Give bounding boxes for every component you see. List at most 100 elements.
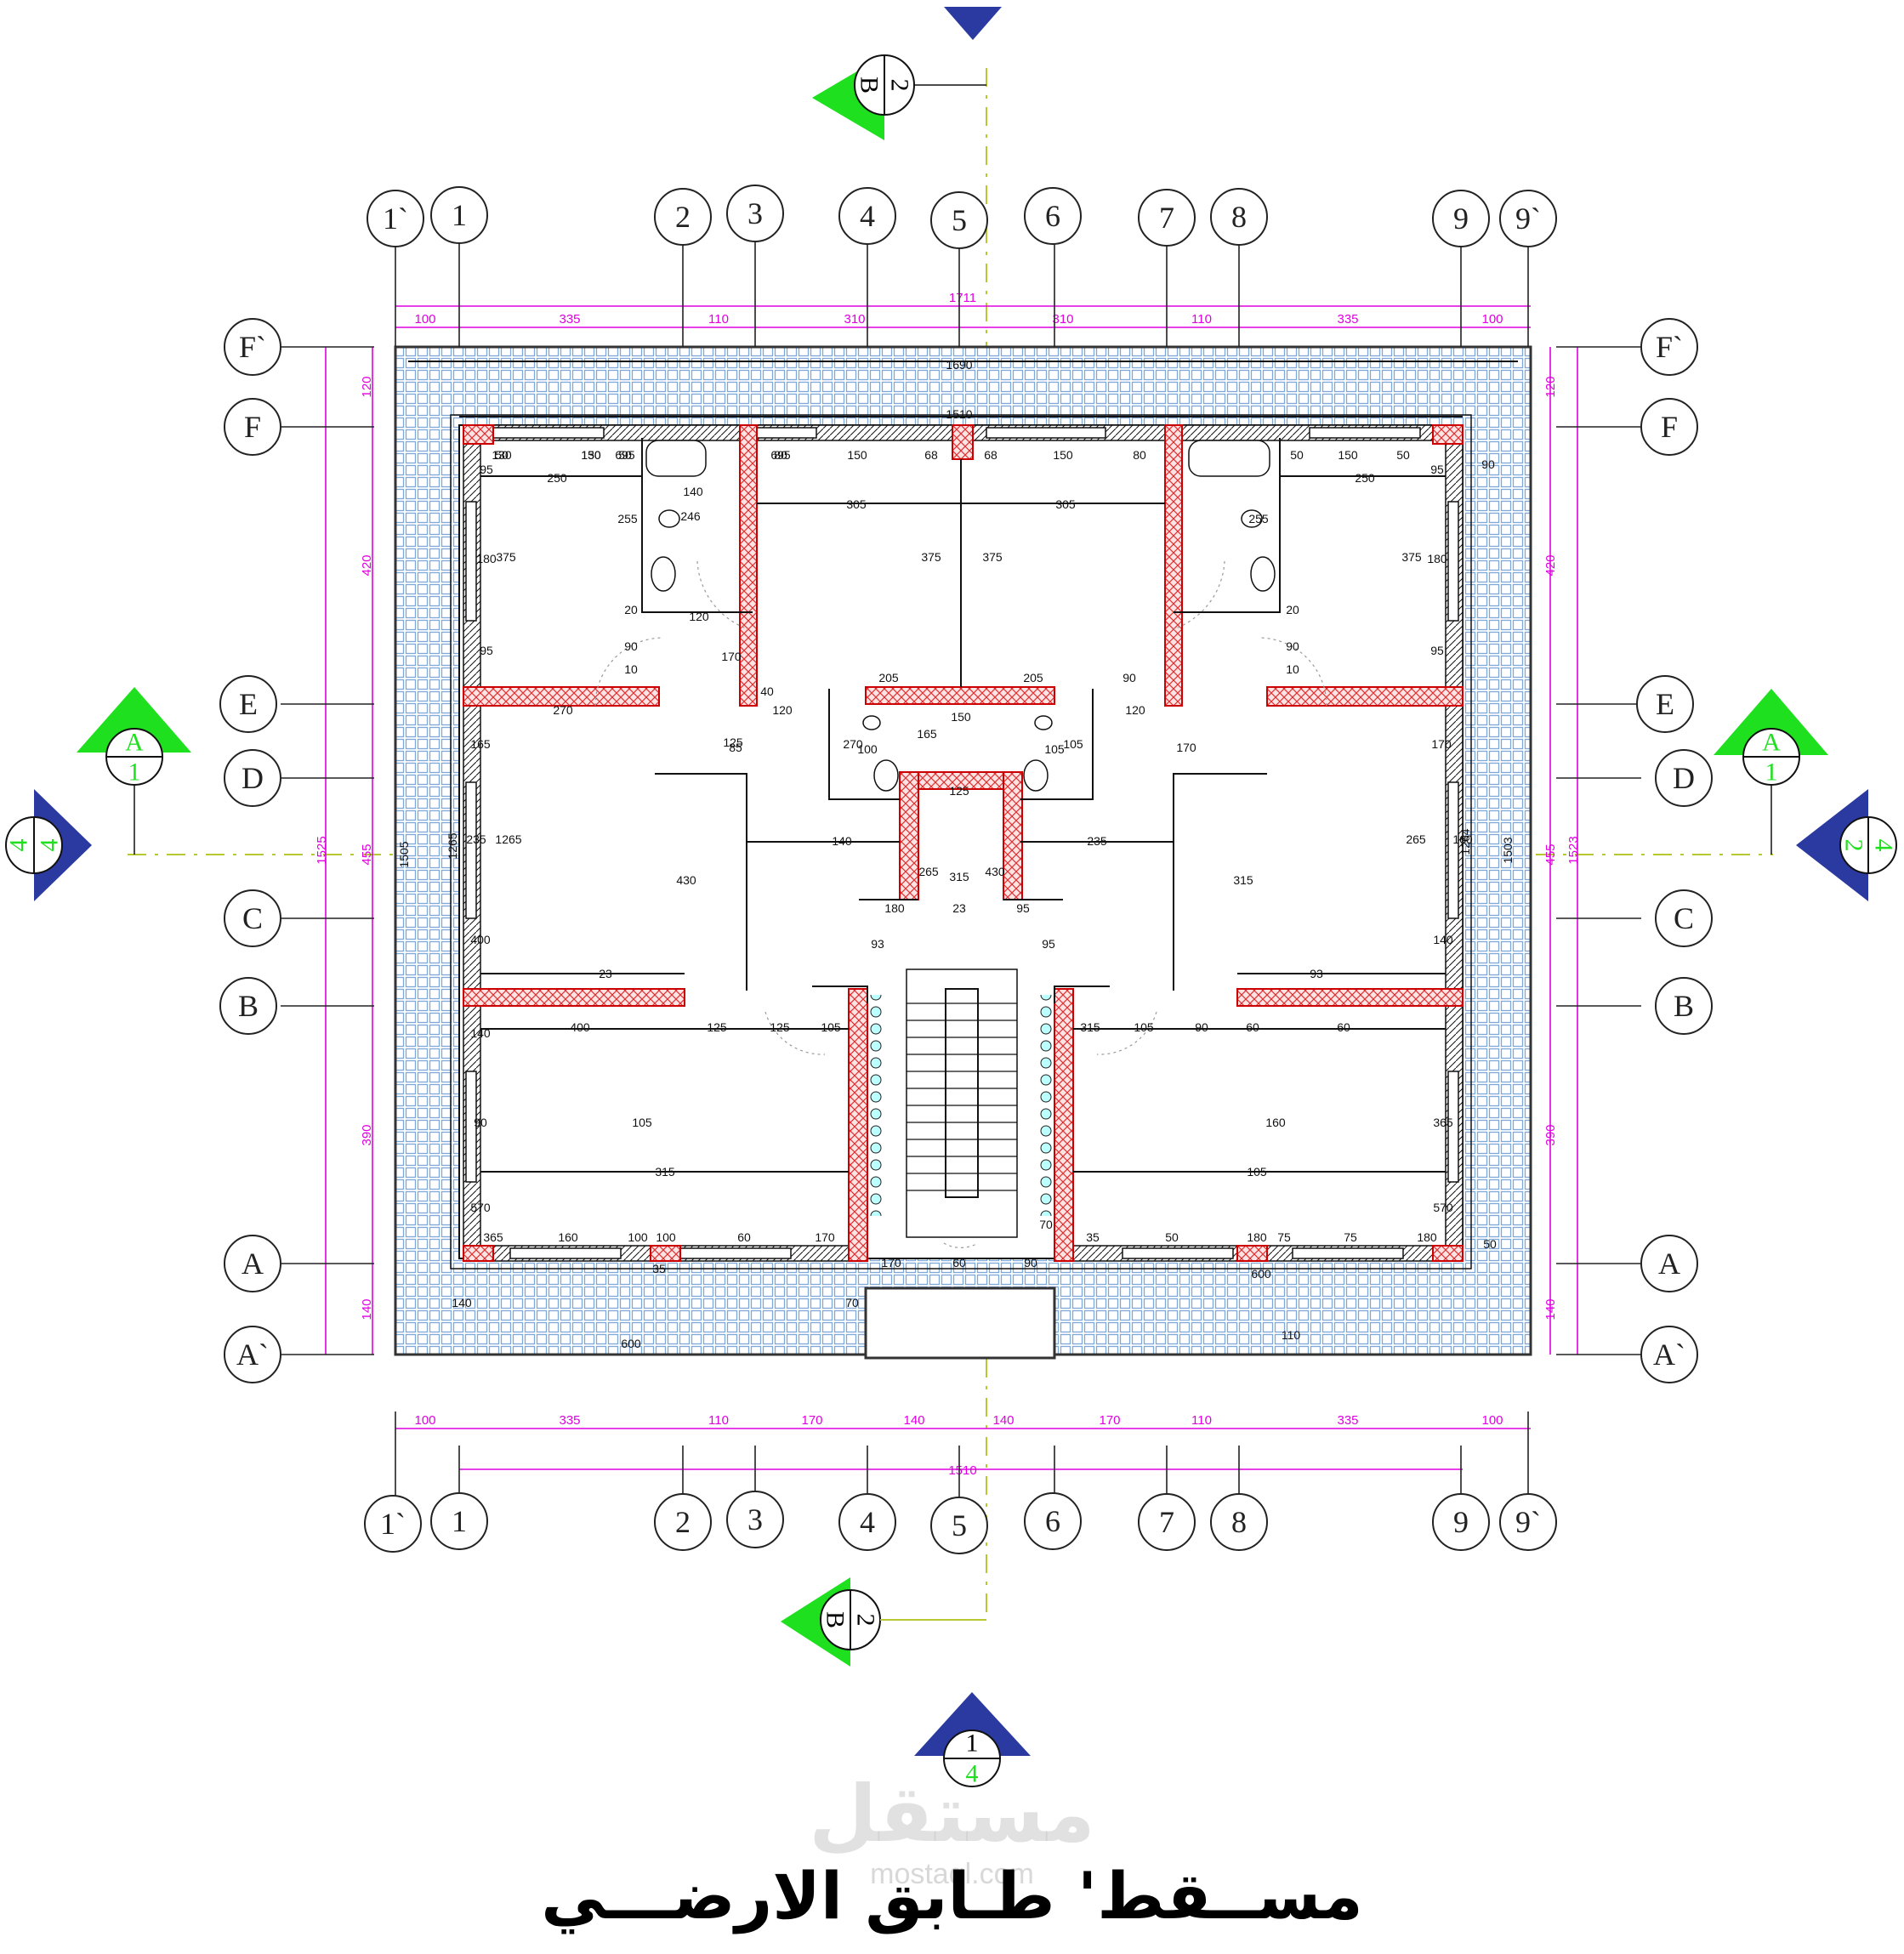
room-dim-label: 375 [982,550,1003,564]
bathroom-fixtures [645,440,1276,792]
grid-bottom: 1` 1 2 3 4 5 6 7 8 9 9` [364,1412,1557,1554]
drawing-title: مســقط' طـابق الارضـــي [541,1858,1363,1934]
svg-text:A`: A` [236,1338,269,1372]
dim-right-seg-2: 420 [1543,554,1558,576]
grid-bubble-left-B: B [219,977,277,1035]
svg-text:1: 1 [452,198,467,232]
room-dim-label: 165 [917,727,937,741]
room-dim-label: 270 [843,737,863,751]
dim-top-seg-7: 335 [1337,312,1358,327]
room-dim-label: 35 [1086,1230,1100,1244]
room-dim-label: 95 [1042,937,1055,951]
dim-bottom-seg-9: 335 [1337,1413,1358,1428]
room-dim-label: 430 [676,873,696,887]
dim-left-seg-4: 390 [360,1124,374,1145]
dim-bottom-seg-4: 170 [801,1413,822,1428]
room-dim-label: 90 [1195,1020,1208,1034]
dim-top-seg-5: 310 [1052,312,1073,327]
room-dim-label: 90 [1286,639,1299,653]
room-dim-label: 150 [951,710,971,724]
room-dim-label: 265 [918,865,939,878]
room-dim-label: 120 [1125,703,1145,717]
room-dim-label: 95 [1430,463,1444,476]
room-dim-label: 130 [581,448,601,462]
grid-bubble-top-9: 9 [1432,190,1490,247]
grid-bubble-right-E: E [1636,675,1694,733]
svg-text:4: 4 [860,1505,875,1539]
svg-text:4: 4 [36,839,64,852]
room-dim-label: 120 [689,610,709,623]
dim-right-inner-2: 1503 [1501,837,1515,863]
dim-right-seg-1: 120 [1543,376,1558,397]
svg-text:3: 3 [747,1502,763,1537]
svg-text:8: 8 [1231,200,1247,234]
room-dim-label: 255 [1248,512,1269,525]
north-arrow-top [944,7,1002,40]
grid-bubble-right-C: C [1655,889,1713,947]
svg-text:E: E [239,687,258,721]
grid-bubble-top-5: 5 [930,191,988,249]
room-dim-label: 265 [1406,832,1426,846]
svg-text:6: 6 [1045,1504,1060,1538]
svg-text:B: B [855,77,884,94]
dim-right-seg-5: 140 [1543,1298,1558,1320]
dim-top-seg-4: 310 [844,312,865,327]
grid-bubble-bottom-7: 7 [1138,1493,1196,1551]
room-dim-label: 140 [1433,933,1453,946]
room-dim-label: 90 [1123,671,1136,684]
section-mark-left-green: A 1 [77,687,191,855]
room-dim-label: 160 [1265,1116,1286,1129]
room-dim-label: 95 [480,644,493,657]
room-dim-label: 105 [1134,1020,1154,1034]
room-dim-label: 75 [1277,1230,1291,1244]
room-dim-label: 246 [680,509,701,523]
room-dim-label: 100 [656,1230,676,1244]
room-dim-label: 105 [632,1116,652,1129]
stair-notch [864,1287,1056,1360]
room-dim-label: 180 [1417,1230,1437,1244]
room-dim-label: 95 [1016,901,1030,915]
room-dim-label: 50 [1290,448,1304,462]
room-dim-label: 160 [558,1230,578,1244]
dim-left-total: 1525 [315,836,329,864]
dim-bottom-seg-3: 110 [708,1413,729,1428]
grid-bubble-left-Ap: A` [224,1326,281,1383]
grid-bubble-bottom-3: 3 [726,1491,784,1548]
dim-top-seg-3: 110 [708,312,729,327]
room-dim-label: 90 [474,1116,487,1129]
svg-text:A: A [1658,1247,1680,1281]
room-dim-label: 90 [1024,1256,1037,1270]
room-dim-label: 70 [845,1296,859,1309]
dim-bottom-seg-7: 170 [1099,1413,1120,1428]
dim-bottom-seg-8: 110 [1191,1413,1212,1428]
grid-right: F` F E D C B A A` [1556,318,1713,1383]
room-dim-label: 80 [774,448,787,462]
dim-left-seg-2: 420 [360,554,374,576]
grid-bubble-right-F: F [1640,398,1698,456]
svg-text:2: 2 [675,1505,691,1539]
room-dim-label: 125 [723,736,743,749]
grid-bubble-bottom-6: 6 [1024,1492,1082,1550]
partitions [641,438,1281,1003]
svg-text:2: 2 [852,1614,880,1627]
room-dim-label: 375 [496,550,516,564]
room-dim-label: 250 [547,471,567,485]
room-dim-label: 95 [480,463,493,476]
svg-text:2: 2 [675,200,691,234]
room-dim-label: 75 [1344,1230,1357,1244]
grid-bubble-right-Ap: A` [1640,1326,1698,1383]
room-dim-label: 600 [621,1337,641,1350]
section-mark-south: 1 4 [914,1692,1031,1788]
dim-left-inner-2: 1265 [446,832,459,859]
section-mark-top: B 2 [812,54,986,140]
dim-bottom-seg-2: 335 [559,1413,580,1428]
room-dim-label: 140 [452,1296,472,1309]
svg-text:9: 9 [1453,202,1469,236]
room-dim-label: 10 [1286,662,1299,676]
room-dim-label: 270 [553,703,573,717]
room-dim-label: 170 [881,1256,901,1270]
dimension-lines [325,305,1578,1470]
room-dim-label: 180 [476,552,497,565]
grid-bubble-bottom-9p: 9` [1499,1493,1557,1551]
svg-text:5: 5 [952,203,967,237]
